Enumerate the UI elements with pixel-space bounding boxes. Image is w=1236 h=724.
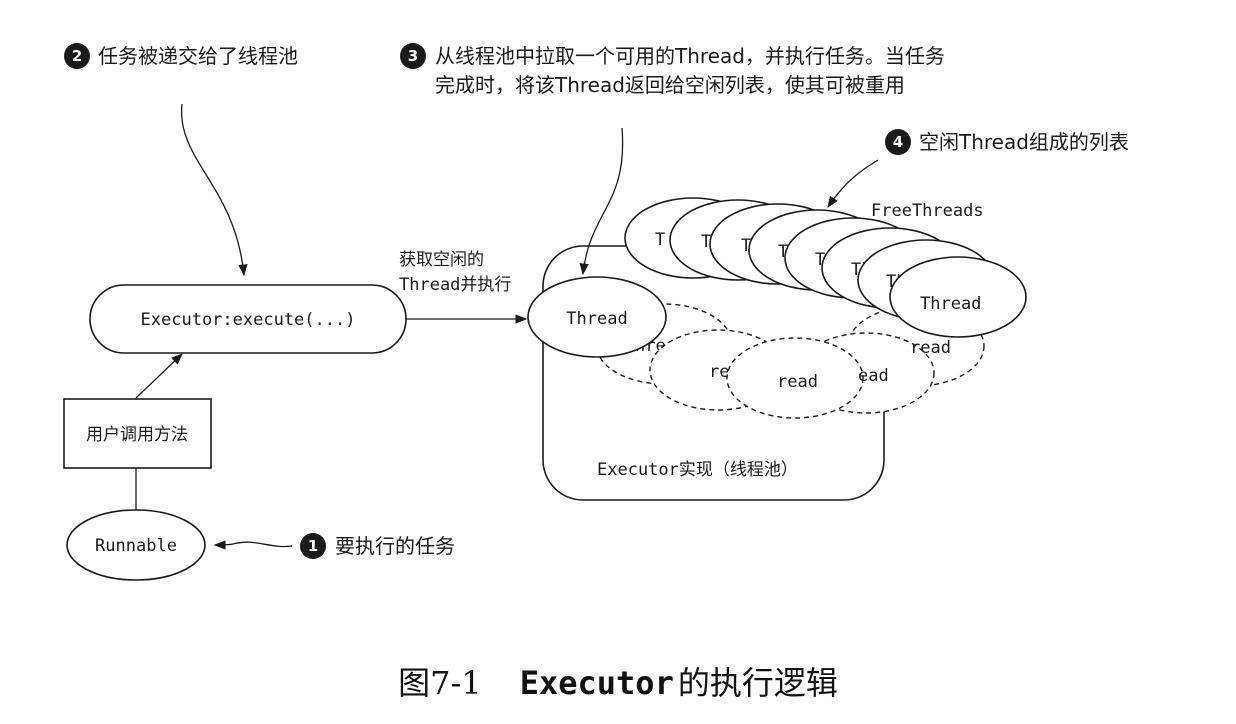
callout-4-text: 空闲Thread组成的列表 <box>919 130 1129 154</box>
free-threads-label: FreeThreads <box>871 201 984 221</box>
callout-1-number: 1 <box>308 537 318 555</box>
caption-suffix: 的执行逻辑 <box>678 664 838 702</box>
callout-3-text-line2: 完成时，将该Thread返回给空闲列表，使其可被重用 <box>435 73 905 97</box>
callout-3-leader <box>579 127 624 276</box>
edge-label-line1: 获取空闲的 <box>399 250 484 270</box>
callout-1-leader <box>213 540 293 550</box>
free-thread-label: T <box>655 230 665 250</box>
figure-caption: 图7-1 Executor 的执行逻辑 <box>398 664 838 702</box>
callout-3-badge <box>400 43 426 69</box>
callout-2-leader <box>180 103 248 277</box>
busy-thread-label: read <box>777 372 818 392</box>
free-thread <box>889 256 1027 338</box>
thread-pool-label: Executor实现（线程池） <box>597 460 798 480</box>
callout-2-badge <box>64 43 90 69</box>
caption-prefix: 图7-1 <box>398 664 482 702</box>
callout-4-leader <box>827 159 879 208</box>
user-method-box <box>63 398 212 469</box>
active-thread-label: Thread <box>566 309 627 329</box>
runnable-label: Runnable <box>95 536 177 556</box>
executor-execute-label: Executor:execute(...) <box>141 310 356 330</box>
callout-2-text: 任务被递交给了线程池 <box>98 44 298 68</box>
busy-thread <box>726 337 864 419</box>
caption-code: Executor <box>520 664 674 702</box>
busy-thread-label: read <box>910 338 951 358</box>
callout-3-number: 3 <box>408 47 418 65</box>
busy-thread-group: hread read read read ead <box>595 303 985 419</box>
edge-label-line2: Thread并执行 <box>399 275 511 295</box>
user-to-executor-arrow <box>135 353 183 399</box>
free-thread-label: Thread <box>920 294 981 314</box>
callout-2-number: 2 <box>72 47 82 65</box>
callout-1-badge <box>300 533 326 559</box>
free-thread-list: T T Th Th Th Th Th Thread <box>624 197 1027 338</box>
callout-1-text: 要执行的任务 <box>335 534 455 558</box>
active-thread <box>527 276 667 358</box>
callout-3-text-line1: 从线程池中拉取一个可用的Thread，并执行任务。当任务 <box>435 44 945 68</box>
busy-thread-label: ead <box>858 366 889 386</box>
callout-4-number: 4 <box>893 133 903 151</box>
free-thread-label: T <box>701 232 711 252</box>
user-method-label: 用户调用方法 <box>86 425 188 445</box>
callout-4-badge <box>885 129 911 155</box>
